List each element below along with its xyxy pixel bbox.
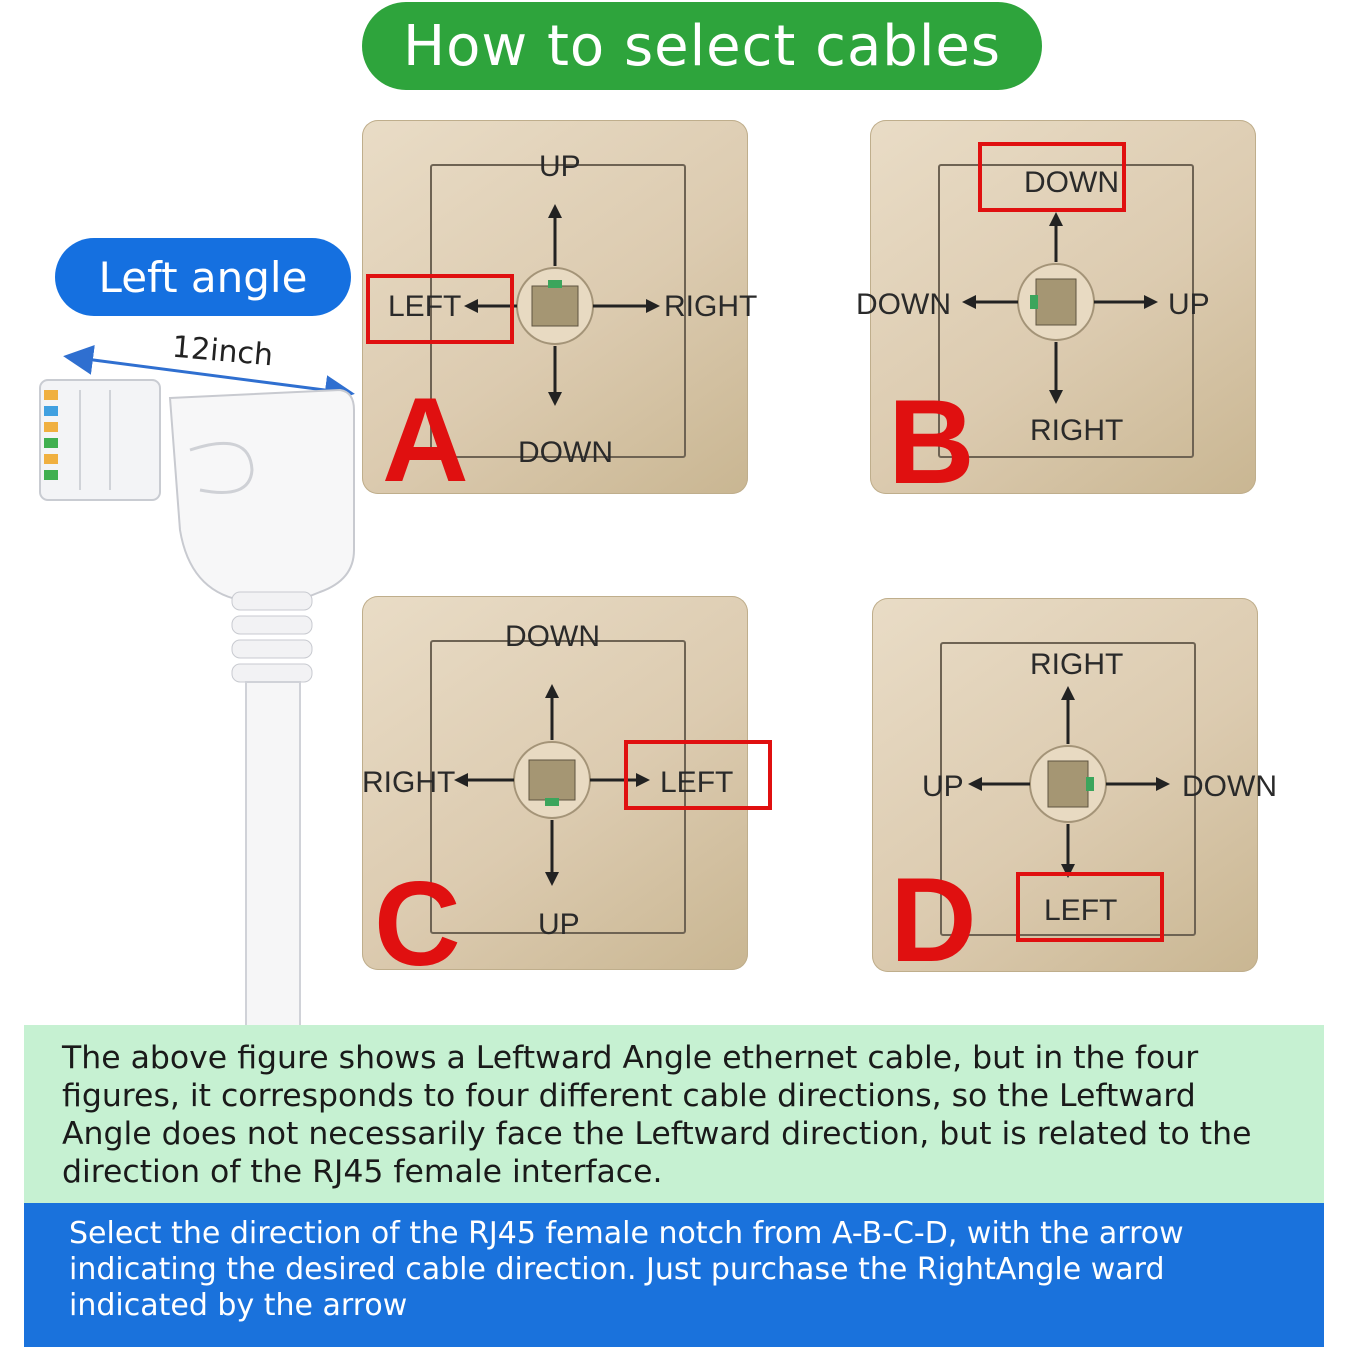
label-up: DOWN — [1024, 166, 1119, 199]
label-right: LEFT — [660, 766, 734, 799]
page-title: How to select cables — [362, 2, 1042, 90]
direction-arrows — [454, 684, 650, 886]
plate-frame — [940, 642, 1196, 936]
highlight-box — [366, 274, 514, 344]
label-down: UP — [538, 908, 580, 941]
instruction-note: Select the direction of the RJ45 female … — [24, 1203, 1324, 1347]
highlight-box — [1016, 872, 1164, 942]
highlight-box — [624, 740, 772, 810]
description-note: The above figure shows a Leftward Angle … — [24, 1025, 1324, 1203]
direction-arrows — [968, 686, 1170, 878]
label-down: RIGHT — [1030, 414, 1124, 447]
label-down: LEFT — [1044, 894, 1118, 927]
label-left: UP — [922, 770, 964, 803]
label-left: RIGHT — [362, 766, 456, 799]
direction-arrows — [464, 204, 660, 406]
cable-image — [39, 345, 355, 1030]
plate-frame — [430, 640, 686, 934]
label-down: DOWN — [518, 436, 613, 469]
label-up: UP — [539, 150, 581, 183]
plate-letter: B — [888, 375, 975, 509]
plate-letter: D — [890, 853, 977, 987]
plate-b-label-right: UP — [1168, 288, 1210, 321]
plate-letter: A — [382, 373, 469, 507]
label-right: DOWN — [1182, 770, 1277, 803]
label-right: RIGHT — [664, 290, 758, 323]
plate-c: DOWN UP RIGHT LEFT C — [362, 596, 772, 984]
plate-d: RIGHT LEFT UP DOWN D — [872, 598, 1277, 980]
direction-arrows — [962, 212, 1158, 404]
plate-b-label-left: DOWN — [856, 288, 951, 321]
plate-letter: C — [374, 857, 461, 991]
plate-frame — [938, 164, 1194, 458]
plate-frame — [430, 164, 686, 458]
highlight-box — [978, 142, 1126, 212]
plate-b: DOWN RIGHT DOWN DOWN DOWN B — [870, 120, 1256, 502]
label-left: LEFT — [388, 290, 462, 323]
label-up: DOWN — [505, 620, 600, 653]
plate-a: UP DOWN LEFT RIGHT A — [362, 120, 757, 500]
label-up: RIGHT — [1030, 648, 1124, 681]
product-label: Left angle — [55, 238, 351, 316]
